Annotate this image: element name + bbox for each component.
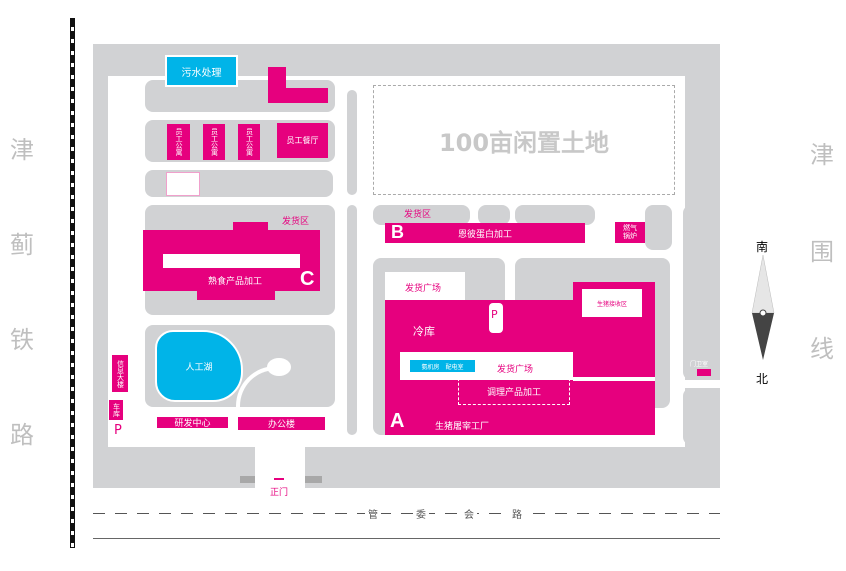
label: 车库 <box>112 403 121 417</box>
label: 研发中心 <box>174 419 211 429</box>
road-name: 管 委 会 路 <box>365 506 525 521</box>
inner-road <box>573 377 655 381</box>
label: 员工公寓 <box>210 128 219 156</box>
idle-land-label: 100亩闲置土地 <box>438 128 610 157</box>
ammonia-room-label: 氨机房 <box>421 363 440 371</box>
road-centerline <box>93 513 720 514</box>
char: 委 <box>413 506 429 521</box>
shipping-plaza-1 <box>385 272 465 300</box>
sewage-treatment: 污水处理 <box>165 55 238 87</box>
gas-boiler: 燃气锅炉 <box>615 222 645 243</box>
rnd-center: 研发中心 <box>157 417 228 429</box>
shipping-area-b-label: 发货区 <box>404 210 432 220</box>
parking-lot: P <box>489 303 503 333</box>
guard-room-label: 门卫室 <box>690 361 709 368</box>
char: 路 <box>509 506 525 521</box>
artificial-lake: 人工湖 <box>155 330 243 402</box>
basketball-court <box>166 172 200 196</box>
main-gate-label: 正门 <box>270 488 289 498</box>
block <box>683 388 715 445</box>
cooked-food-bottom <box>197 290 275 300</box>
label: 人工湖 <box>185 362 213 373</box>
parking-icon: P <box>491 308 498 321</box>
dorm-3: 员工公寓 <box>238 124 260 160</box>
label: 污水处理 <box>181 67 222 79</box>
label: 员工公寓 <box>175 128 183 156</box>
label: 恩彼蛋白加工 <box>457 229 512 240</box>
block <box>347 90 357 195</box>
label: 生猪接收区 <box>596 300 627 308</box>
slaughter-label: 生猪屠宰工厂 <box>435 422 490 432</box>
char: 会 <box>461 506 477 521</box>
railway-label: 津 蓟 铁 路 <box>10 130 40 450</box>
block <box>645 205 672 250</box>
char: 津 <box>810 141 834 169</box>
cooked-food-courtyard <box>163 254 300 268</box>
label: 员工餐厅 <box>286 136 319 145</box>
building-l <box>268 88 328 103</box>
block <box>683 205 715 380</box>
compass-north-label: 北 <box>756 372 769 386</box>
block <box>478 205 510 225</box>
gate-mark <box>274 478 284 480</box>
cooked-food-label: 熟食产品加工 <box>208 277 263 287</box>
char: 津 <box>10 136 34 164</box>
label: 调理产品加工 <box>486 388 541 398</box>
shipping-plaza-1-label: 发货广场 <box>405 284 442 294</box>
label: 燃气锅炉 <box>623 223 637 240</box>
compass-south-label: 南 <box>756 240 769 254</box>
right-line-label: 津 围 线 <box>810 135 840 364</box>
office-building: 办公楼 <box>238 417 325 430</box>
char: 管 <box>365 506 381 521</box>
prepared-food-area: 调理产品加工 <box>458 378 570 405</box>
guard-room <box>697 369 711 376</box>
pig-receiving-area: 生猪接收区 <box>582 289 642 317</box>
compass-icon <box>751 255 775 360</box>
railway-line <box>70 18 75 548</box>
ammonia-power-rooms: 氨机房配电室 <box>410 360 475 372</box>
staff-canteen: 员工餐厅 <box>277 123 328 158</box>
char: 铁 <box>10 326 34 354</box>
cooked-food-top <box>233 222 268 232</box>
dorm-2: 员工公寓 <box>203 124 225 160</box>
gate-road <box>255 440 305 488</box>
road-edge <box>93 538 720 539</box>
label: 信息大楼 <box>116 359 125 388</box>
cold-storage-label: 冷库 <box>413 325 435 338</box>
garage: 车库 <box>109 400 123 420</box>
char: 蓟 <box>10 231 34 259</box>
block <box>373 205 470 225</box>
letter-b: B <box>391 222 404 242</box>
road-right <box>685 380 720 388</box>
letter-a: A <box>390 410 405 432</box>
char: 围 <box>810 238 834 266</box>
egg-white-building: 恩彼蛋白加工 <box>385 223 585 243</box>
info-building: 信息大楼 <box>112 355 128 392</box>
gate-post <box>305 476 322 483</box>
shipping-plaza-2-label: 发货广场 <box>497 365 534 375</box>
label: 员工公寓 <box>245 128 254 156</box>
shipping-area-c-label: 发货区 <box>282 217 310 227</box>
label: 办公楼 <box>267 420 295 430</box>
char: 路 <box>10 421 34 449</box>
power-room-label: 配电室 <box>445 363 464 371</box>
idle-land: 100亩闲置土地 <box>373 85 675 195</box>
block <box>515 205 595 225</box>
letter-c: C <box>300 268 315 290</box>
dorm-1: 员工公寓 <box>167 124 190 160</box>
char: 线 <box>810 335 834 363</box>
parking-icon: P <box>114 423 122 438</box>
gate-post <box>240 476 255 483</box>
block <box>347 205 357 435</box>
